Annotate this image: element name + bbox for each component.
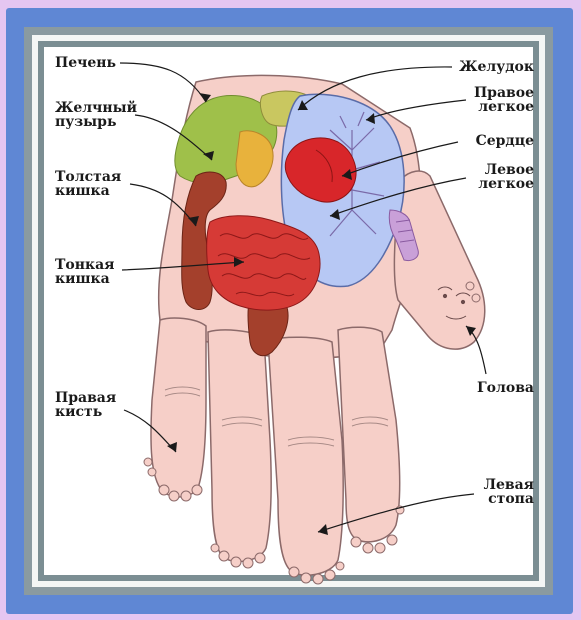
label-colon-line2: кишка: [55, 184, 110, 198]
finger-little: [151, 318, 206, 497]
label-small-intestine-line1: Тонкая: [55, 258, 115, 272]
label-heart: Сердце: [476, 134, 534, 148]
label-liver: Печень: [55, 56, 116, 70]
finger-middle: [268, 337, 343, 575]
label-right-lung-line2: легкое: [478, 100, 534, 114]
label-stomach: Желудок: [459, 60, 534, 74]
label-left-lung-line1: Левое: [485, 163, 534, 177]
label-right-lung-line1: Правое: [474, 86, 534, 100]
label-right-hand-line2: кисть: [55, 405, 102, 419]
label-small-intestine-line2: кишка: [55, 272, 110, 286]
label-left-lung-line2: легкое: [478, 177, 534, 191]
label-head: Голова: [477, 381, 534, 395]
label-left-foot-line2: стопа: [488, 492, 534, 506]
label-gallbladder-line1: Желчный: [55, 101, 137, 115]
label-left-foot-line1: Левая: [484, 478, 534, 492]
label-colon-line1: Толстая: [55, 170, 121, 184]
label-gallbladder-line2: пузырь: [55, 115, 116, 129]
finger-ring: [208, 330, 271, 562]
label-right-hand-line1: Правая: [55, 391, 116, 405]
